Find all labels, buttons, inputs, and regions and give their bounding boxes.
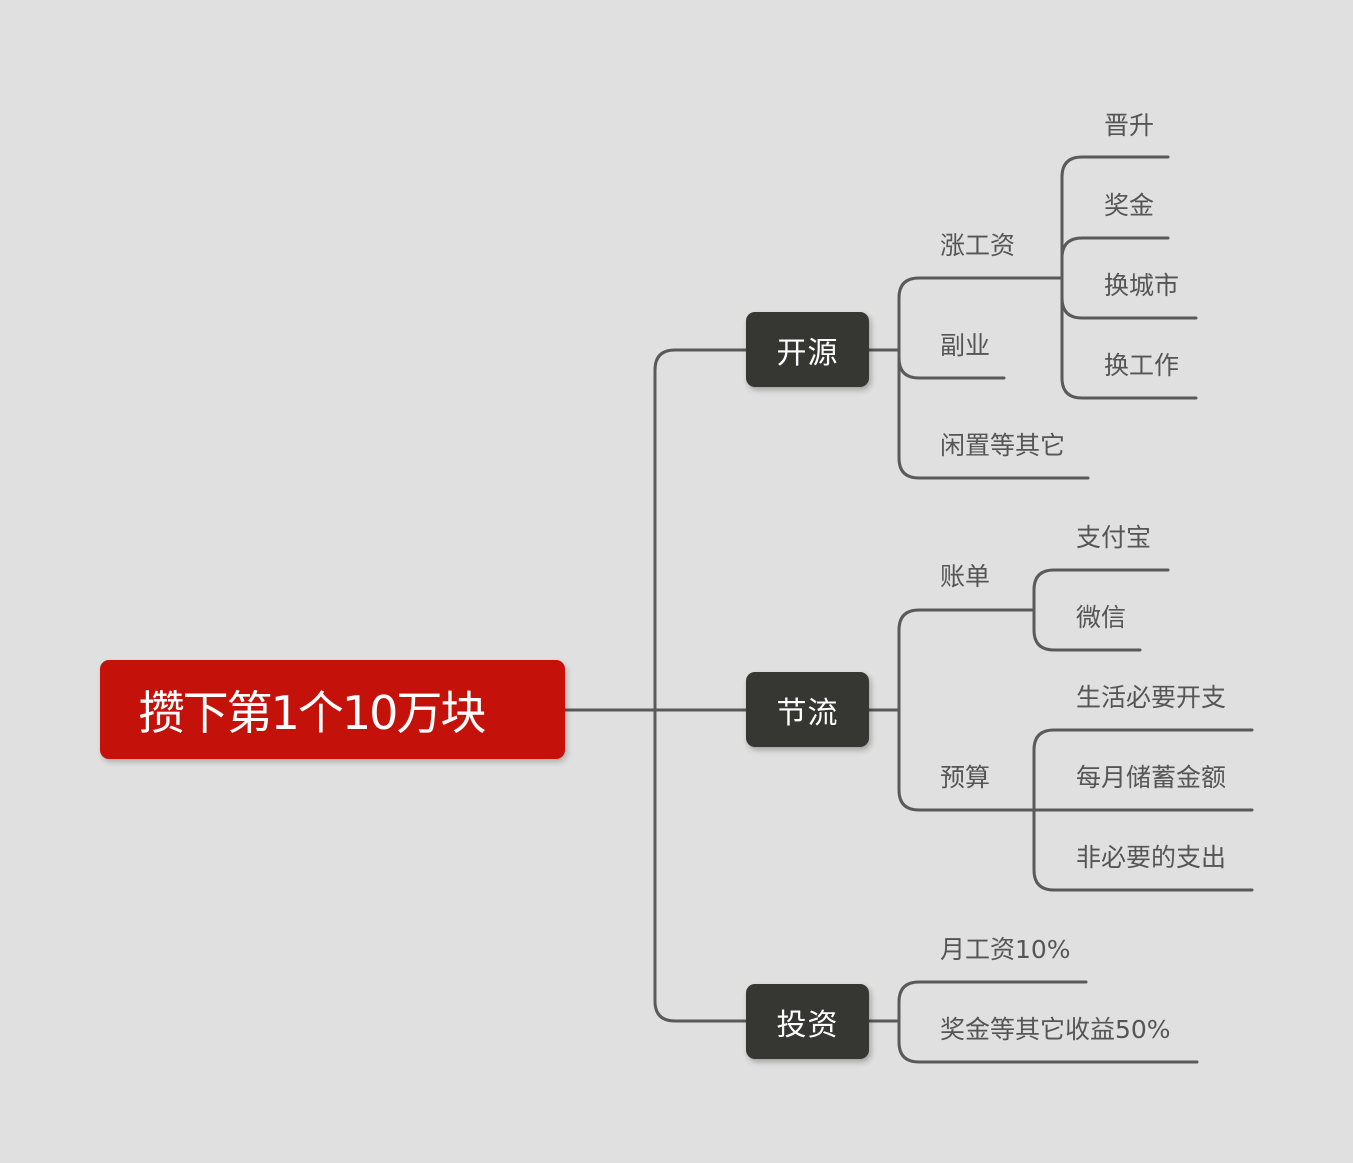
- branch-label: 投资: [776, 1007, 839, 1043]
- node-fuye[interactable]: 副业: [940, 331, 991, 360]
- connector-zhangdan: [1032, 568, 1170, 592]
- node-feibiyao[interactable]: 非必要的支出: [1076, 843, 1227, 872]
- connector-kaiyuan-to-fuye: [897, 356, 1006, 380]
- connector-jieliu-vertical: [897, 608, 1036, 812]
- node-meiyue[interactable]: 每月储蓄金额: [1076, 763, 1227, 792]
- branch-node-jieliu[interactable]: 节流: [746, 672, 869, 747]
- connector-zhangdan-vertical: [1032, 588, 1142, 652]
- connector-yusuan-vertical: [1032, 748, 1254, 892]
- branch-label: 节流: [776, 695, 839, 731]
- root-node[interactable]: 攒下第1个10万块: [100, 660, 565, 759]
- connector-kaiyuan-to-zhanggongzi: [897, 276, 1090, 480]
- node-zhifubao[interactable]: 支付宝: [1076, 523, 1152, 552]
- connector-root-to-kaiyuan: [653, 348, 748, 1023]
- node-yuegongzi[interactable]: 月工资10%: [940, 935, 1071, 964]
- node-huanchengshi[interactable]: 换城市: [1104, 271, 1180, 300]
- connector-touzi-vertical: [897, 980, 1199, 1064]
- node-weixin[interactable]: 微信: [1076, 603, 1127, 632]
- node-zhanggongzi[interactable]: 涨工资: [940, 231, 1016, 260]
- node-xianzhi[interactable]: 闲置等其它: [940, 431, 1066, 460]
- connector-zhanggongzi-vertical: [1060, 175, 1198, 400]
- node-huangongzuo[interactable]: 换工作: [1104, 351, 1180, 380]
- root-label: 攒下第1个10万块: [138, 685, 487, 740]
- connector-yusuan: [1032, 728, 1254, 752]
- node-jiangjindeng[interactable]: 奖金等其它收益50%: [940, 1015, 1171, 1044]
- node-yusuan[interactable]: 预算: [940, 763, 991, 792]
- node-zhangdan[interactable]: 账单: [940, 562, 991, 591]
- node-shenghuo[interactable]: 生活必要开支: [1076, 683, 1227, 712]
- branch-node-touzi[interactable]: 投资: [746, 984, 869, 1059]
- connector-to-jiangjin: [1060, 236, 1170, 260]
- connector-to-huanchengshi: [1060, 296, 1198, 320]
- branch-label: 开源: [776, 335, 839, 371]
- connector-zhanggongzi-spine: [1060, 155, 1170, 179]
- branch-node-kaiyuan[interactable]: 开源: [746, 312, 869, 387]
- node-jiangjin[interactable]: 奖金: [1104, 191, 1155, 220]
- node-jinsheng[interactable]: 晋升: [1104, 111, 1155, 140]
